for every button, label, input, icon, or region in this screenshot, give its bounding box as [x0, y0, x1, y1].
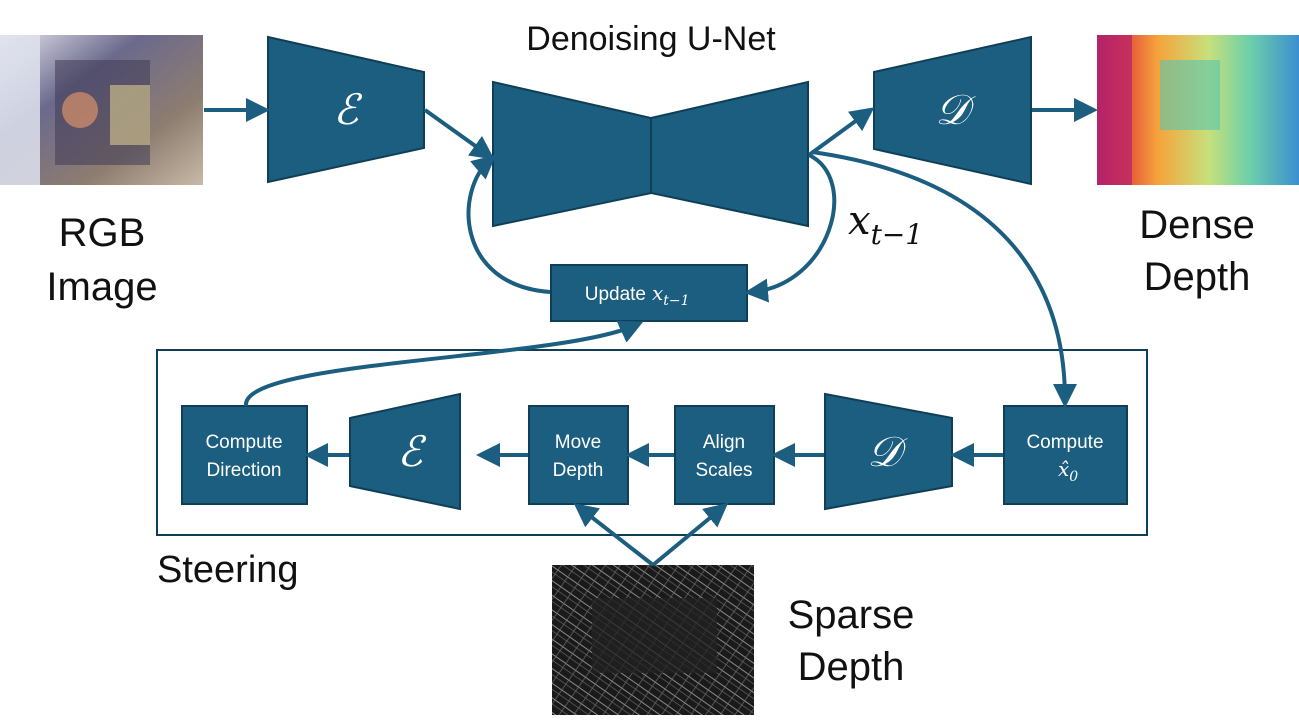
arrow-update-to-unet	[466, 154, 551, 294]
move-depth-box: Move Depth	[528, 405, 629, 505]
arrow-encoder-to-unet	[423, 108, 495, 160]
direction-line1: Compute	[205, 432, 282, 453]
latent-label: xt−1	[848, 198, 923, 251]
rgb-label-line2: Image	[46, 265, 157, 309]
encoder-symbol: ℰ	[333, 85, 363, 134]
steering-container	[156, 349, 1148, 536]
sparse-label-line2: Depth	[798, 645, 905, 689]
align-scales-box: Align Scales	[674, 405, 775, 505]
update-label: Update	[585, 284, 646, 305]
move-line2: Depth	[553, 460, 604, 481]
dense-depth-label-line1: Dense	[1139, 203, 1255, 247]
dense-depth-label-line2: Depth	[1144, 255, 1251, 299]
compute-direction-box: Compute Direction	[181, 405, 308, 505]
steering-label: Steering	[157, 549, 299, 591]
steering-encoder-symbol: ℰ	[397, 427, 427, 476]
rgb-image	[0, 35, 203, 185]
unet-title: Denoising U-Net	[526, 20, 776, 58]
update-box: Update xt−1	[550, 264, 748, 322]
steering-encoder-block: ℰ	[349, 392, 461, 511]
rgb-label-line1: RGB	[59, 211, 146, 255]
compute-x0-box: Compute x̂0	[1003, 405, 1128, 505]
steering-decoder-block: 𝒟	[824, 392, 953, 511]
arrow-unet-to-update	[744, 153, 837, 303]
decoder-block: 𝒟	[873, 35, 1032, 186]
arrow-unet-to-decoder	[807, 107, 875, 157]
update-latent-label: xt−1	[652, 281, 690, 309]
sparse-depth-image	[552, 565, 754, 715]
arrow-unet-to-compute-x0	[811, 150, 1077, 408]
unet-block	[492, 80, 809, 228]
direction-line2: Direction	[207, 460, 282, 481]
sparse-label-line1: Sparse	[788, 593, 915, 637]
align-line2: Scales	[695, 460, 752, 481]
compute-x0-line1: Compute	[1026, 432, 1103, 453]
align-line1: Align	[703, 432, 745, 453]
arrow-direction-to-update	[243, 320, 644, 407]
encoder-block: ℰ	[267, 35, 425, 184]
arrow-sparse-to-align	[651, 502, 729, 567]
dense-depth-image	[1097, 35, 1299, 185]
x0-label: x̂0	[1058, 457, 1078, 485]
move-line1: Move	[555, 432, 601, 453]
arrows	[204, 98, 1098, 567]
arrow-sparse-to-move	[573, 503, 655, 567]
